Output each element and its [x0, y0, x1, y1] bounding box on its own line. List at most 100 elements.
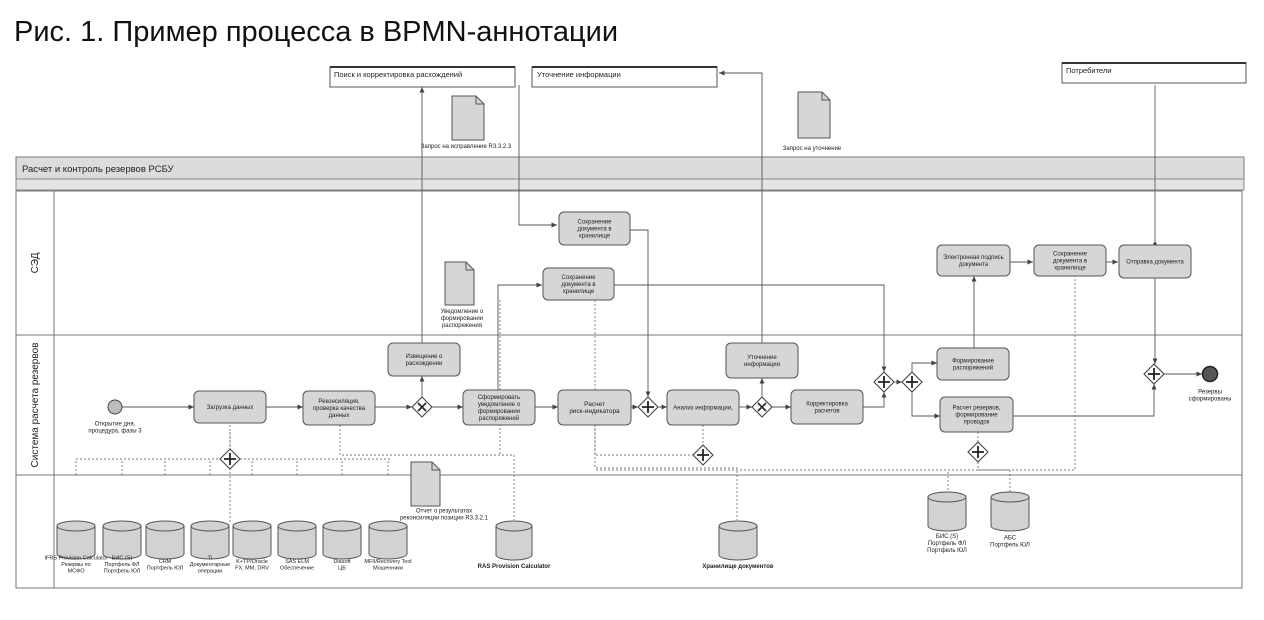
label-line: MFII/Recovery Tool — [364, 559, 411, 565]
label-line: Сформировать — [478, 395, 520, 401]
gateway-parallel-2 — [873, 371, 895, 393]
label-line: БИС (S) — [112, 556, 133, 562]
pool-title: Расчет и контроль резервов РСБУ — [22, 164, 175, 175]
label-line: Отчет о результатах — [416, 509, 472, 515]
label-line: МСФО — [67, 569, 85, 575]
label-text: Анализ информации, — [673, 406, 733, 412]
label-line: Портфель ФЛ — [104, 562, 139, 568]
store-documents: Хранилище документов — [702, 520, 774, 570]
label-line: Портфель ЮЛ — [104, 569, 141, 575]
label-line: проверка качества — [313, 406, 366, 412]
label-line: Расчет — [584, 401, 605, 408]
gateway-parallel-1 — [637, 396, 659, 418]
label-line: Diasoft — [333, 559, 351, 565]
lane-sed-label: СЭД — [30, 252, 41, 273]
gateway-parallel-data-1 — [219, 448, 241, 470]
store-ras-label: RAS Provision Calculator — [478, 564, 551, 570]
label-line: документа в — [1053, 259, 1087, 265]
gateway-parallel-3 — [901, 371, 923, 393]
label-line: Портфель ЮЛ — [990, 543, 1030, 549]
label-line: формировании — [478, 409, 520, 415]
doc-fix-request-label: Запрос на исправление R3.3.2.3 — [421, 144, 512, 150]
label-line: K+TP/Oracle — [236, 559, 268, 565]
label-line: Резервы по — [61, 562, 90, 568]
gateway-exclusive-2 — [751, 396, 773, 418]
label-line: информации — [744, 362, 780, 368]
gateway-parallel-data-2 — [692, 444, 714, 466]
label-line: формировании — [441, 316, 483, 322]
label-line: хранилище — [1054, 266, 1086, 272]
task-load-data: Загрузка данных — [193, 390, 267, 424]
label-line: FX, MM, DRV — [235, 565, 269, 571]
label-line: документа — [959, 262, 989, 268]
label-line: Сохранение — [578, 220, 613, 226]
label-line: Загрузка данных — [207, 405, 254, 411]
label-line: Уточнение — [747, 355, 777, 361]
label-line: Корректировка — [806, 402, 848, 408]
store-ras-calculator: RAS Provision Calculator — [478, 520, 551, 570]
store-docs-label: Хранилище документов — [702, 564, 774, 570]
label-line: SAS ELM — [285, 559, 309, 565]
label-line: Электронная подпись — [943, 255, 1004, 261]
label-line: CRM — [159, 559, 172, 565]
label-text: Загрузка данных — [207, 405, 254, 411]
label-line: Портфель ЮЛ — [147, 565, 184, 571]
external-consumers: Потребители — [1061, 62, 1247, 84]
task-send-document: Отправка документа — [1118, 244, 1192, 279]
external-corrections: Поиск и корректировка расхождений — [329, 66, 516, 88]
label-line: Обеспечение — [280, 565, 314, 571]
label-line: Расчет резервов, — [953, 406, 1001, 412]
figure-title: Рис. 1. Пример процесса в BPMN-аннотации — [14, 16, 619, 48]
label-line: распоряжений — [479, 415, 519, 422]
label-line: документа в — [577, 227, 611, 233]
label-line: данных — [329, 413, 350, 419]
label-line: IFRS Provision Calculator — [45, 556, 108, 562]
label-line: уведомление о — [478, 402, 521, 408]
external-corrections-label: Поиск и корректировка расхождений — [334, 70, 462, 79]
label-line: Отправка документа — [1126, 260, 1184, 266]
label-line: реконсиляции позиции R3.3.2.1 — [400, 516, 489, 522]
label-line: ЦБ — [338, 565, 346, 571]
label-line: АБС — [1004, 536, 1017, 542]
label-line: Резервы — [1198, 390, 1222, 396]
pool-subheader — [15, 178, 1245, 191]
doc-clarify-request: Запрос на уточнение — [783, 91, 842, 152]
gateway-parallel-end — [1143, 363, 1165, 385]
pool-header — [15, 156, 1245, 180]
label-line: проводок — [964, 420, 990, 426]
